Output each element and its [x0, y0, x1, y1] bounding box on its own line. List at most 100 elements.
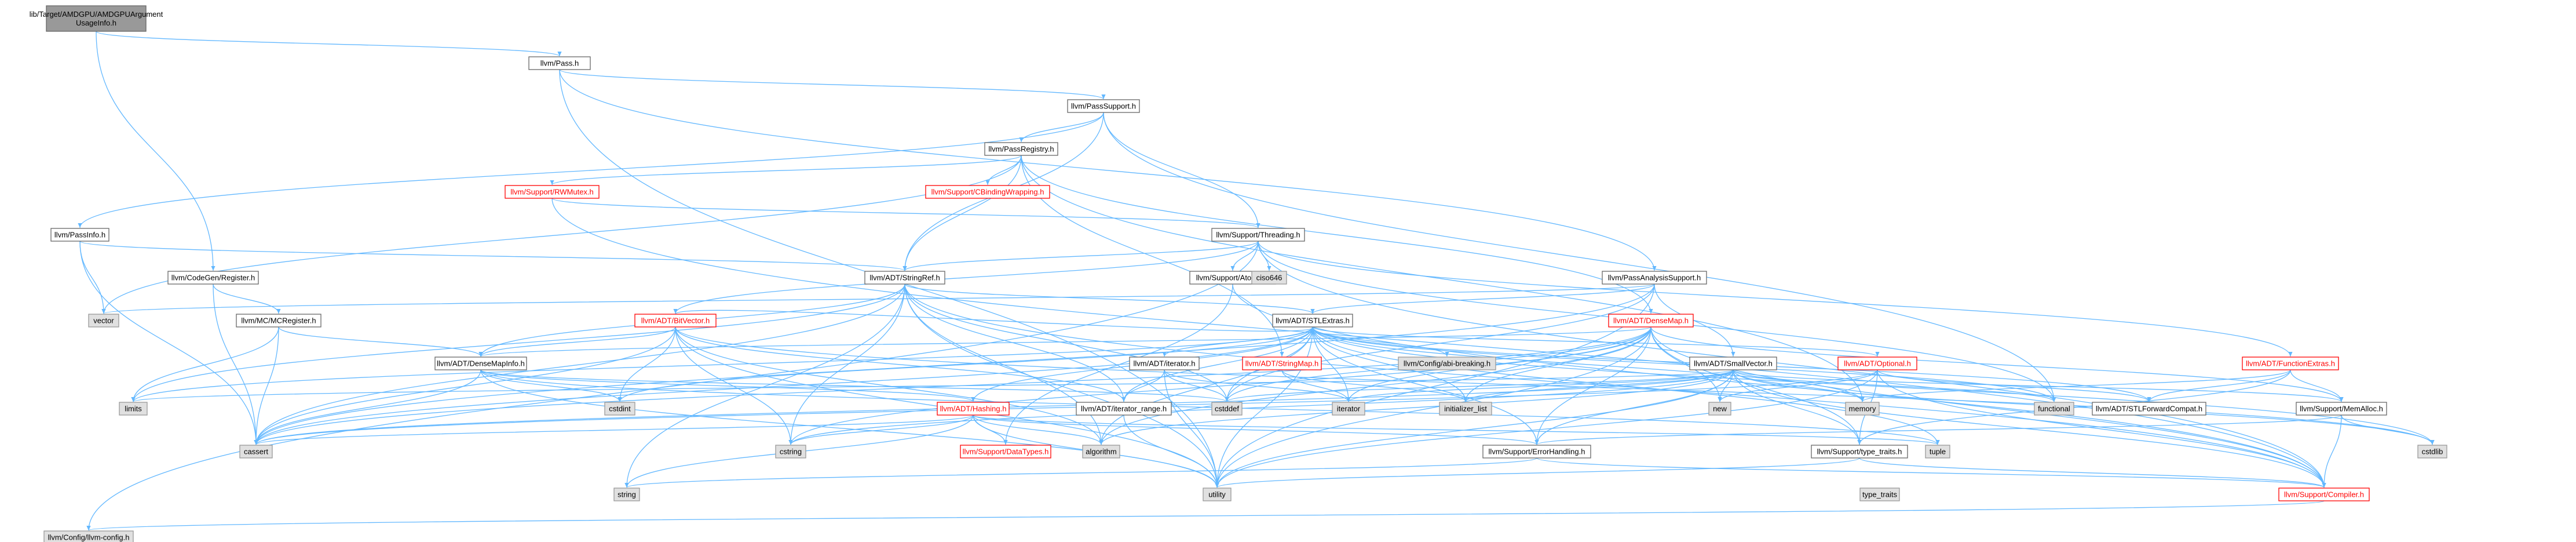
graph-node-pass[interactable]: llvm/Pass.h: [528, 56, 591, 70]
edge-stringref-to-string: [624, 283, 905, 488]
edge-passanalysis-to-cstddef: [1225, 283, 1655, 402]
node-label-cbinding: llvm/Support/CBindingWrapping.h: [931, 188, 1044, 197]
node-label-memory: memory: [1849, 405, 1876, 413]
graph-node-codegenreg[interactable]: llvm/CodeGen/Register.h: [167, 271, 259, 285]
edge-stringmap-to-iterator: [1281, 369, 1351, 402]
node-box-pass: [528, 56, 591, 70]
node-box-densemapinfo: [434, 357, 527, 370]
edge-passanalysis-to-cassert: [254, 283, 1655, 445]
node-label-bitvector: llvm/ADT/BitVector.h: [641, 317, 710, 325]
graph-node-passinfo[interactable]: llvm/PassInfo.h: [50, 228, 109, 242]
edge-hashing-to-cstring: [788, 414, 974, 445]
edge-bitvector-to-cassert: [254, 326, 676, 445]
node-box-cassert: [239, 445, 273, 459]
edge-bitvector-to-iterrange: [675, 326, 1126, 402]
node-label-llvmconfig: llvm/Config/llvm-config.h: [48, 533, 130, 542]
graph-node-passanalysis[interactable]: llvm/PassAnalysisSupport.h: [1602, 271, 1707, 285]
edge-optional-to-stlforward: [1877, 369, 2151, 402]
node-label-new: new: [1713, 405, 1727, 413]
node-label-cassert: cassert: [244, 448, 268, 456]
edge-bitvector-to-cstdlib: [675, 326, 2435, 445]
graph-node-optional[interactable]: llvm/ADT/Optional.h: [1837, 357, 1917, 370]
node-label-typetraitsh: llvm/Support/type_traits.h: [1817, 448, 1902, 456]
graph-node-rwmutex[interactable]: llvm/Support/RWMutex.h: [505, 185, 600, 199]
node-box-passregistry: [984, 142, 1058, 156]
node-label-densemap: llvm/ADT/DenseMap.h: [1613, 317, 1689, 325]
edge-densemapinfo-to-hashing: [480, 369, 975, 402]
edge-adtiterator-to-utility: [1164, 369, 1219, 488]
node-box-mcregister: [236, 314, 321, 328]
node-label-passsupport: llvm/PassSupport.h: [1071, 102, 1136, 111]
graph-node-densemapinfo[interactable]: llvm/ADT/DenseMapInfo.h: [434, 357, 527, 370]
graph-node-functional: functional: [2034, 402, 2074, 416]
node-box-cbinding: [925, 185, 1050, 199]
edge-adtiterator-to-iterrange: [1121, 369, 1165, 402]
node-box-adtiterator: [1129, 357, 1200, 370]
graph-node-threading[interactable]: llvm/Support/Threading.h: [1211, 228, 1305, 242]
graph-node-cbinding[interactable]: llvm/Support/CBindingWrapping.h: [925, 185, 1050, 199]
edge-iterrange-to-utility: [1123, 414, 1219, 488]
graph-node-passregistry[interactable]: llvm/PassRegistry.h: [984, 142, 1058, 156]
edge-memalloc-to-errorhandling: [1534, 414, 2342, 445]
edge-stlextras-to-errorhandling: [1312, 326, 1539, 445]
graph-node-stlextras[interactable]: llvm/ADT/STLExtras.h: [1272, 314, 1353, 328]
node-box-new: [1708, 402, 1731, 416]
node-box-bitvector: [634, 314, 717, 328]
graph-node-limits: limits: [119, 402, 148, 416]
node-box-functional: [2034, 402, 2074, 416]
edge-stlextras-to-functional: [1312, 326, 2056, 402]
edge-passregistry-to-rwmutex: [550, 155, 1022, 185]
graph-node-root[interactable]: lib/Target/AMDGPU/AMDGPUArgumentUsageInf…: [30, 5, 163, 32]
edge-smallvector-to-memalloc: [1733, 369, 2344, 402]
edge-memalloc-to-compiler: [2322, 414, 2342, 488]
node-box-densemap: [1608, 314, 1694, 328]
node-box-typetraitsh: [1811, 445, 1908, 459]
edge-stringref-to-cstring: [788, 283, 905, 445]
edge-threading-to-compiler: [1258, 241, 2326, 488]
edge-bitvector-to-cstdint: [617, 326, 676, 402]
graph-node-typetraitsh[interactable]: llvm/Support/type_traits.h: [1811, 445, 1908, 459]
graph-node-memalloc[interactable]: llvm/Support/MemAlloc.h: [2296, 402, 2387, 416]
node-label-densemapinfo: llvm/ADT/DenseMapInfo.h: [437, 359, 525, 368]
node-label-cstdint: cstdint: [609, 405, 631, 413]
edge-stlextras-to-cassert: [254, 326, 1313, 445]
graph-node-stringmap[interactable]: llvm/ADT/StringMap.h: [1242, 357, 1322, 370]
graph-node-densemap[interactable]: llvm/ADT/DenseMap.h: [1608, 314, 1694, 328]
graph-node-stringref[interactable]: llvm/ADT/StringRef.h: [864, 271, 945, 285]
graph-node-compiler[interactable]: llvm/Support/Compiler.h: [2278, 488, 2370, 501]
graph-node-iterrange[interactable]: llvm/ADT/iterator_range.h: [1076, 402, 1172, 416]
node-box-algorithm: [1082, 445, 1120, 459]
edge-codegenreg-to-mcregister: [213, 283, 281, 314]
edge-errorhandling-to-compiler: [1536, 457, 2326, 488]
graph-node-errorhandling[interactable]: llvm/Support/ErrorHandling.h: [1482, 445, 1591, 459]
graph-node-smallvector[interactable]: llvm/ADT/SmallVector.h: [1689, 357, 1777, 370]
node-label-passanalysis: llvm/PassAnalysisSupport.h: [1608, 274, 1701, 282]
edge-adtiterator-to-iterator: [1164, 369, 1351, 402]
node-box-compiler: [2278, 488, 2370, 501]
edge-smallvector-to-cstring: [788, 369, 1734, 445]
graph-node-bitvector[interactable]: llvm/ADT/BitVector.h: [634, 314, 717, 328]
edge-threading-to-stringref: [902, 241, 1259, 271]
edge-codegenreg-to-cassert: [213, 283, 258, 445]
edge-smallvector-to-functional: [1733, 369, 2056, 402]
node-box-rwmutex: [505, 185, 600, 199]
graph-node-adtiterator[interactable]: llvm/ADT/iterator.h: [1129, 357, 1200, 370]
node-label-adtiterator: llvm/ADT/iterator.h: [1134, 359, 1196, 368]
edge-layer: [78, 31, 2435, 531]
edge-threading-to-bitvector: [673, 241, 1259, 314]
edge-densemapinfo-to-cstddef: [480, 369, 1229, 402]
graph-node-functionextras[interactable]: llvm/ADT/FunctionExtras.h: [2242, 357, 2339, 370]
graph-node-datatypes[interactable]: llvm/Support/DataTypes.h: [960, 445, 1051, 459]
edge-stlextras-to-optional: [1312, 326, 1880, 357]
graph-node-hashing[interactable]: llvm/ADT/Hashing.h: [937, 402, 1010, 416]
node-box-passanalysis: [1602, 271, 1707, 285]
node-label-string: string: [617, 490, 636, 499]
graph-node-mcregister[interactable]: llvm/MC/MCRegister.h: [236, 314, 321, 328]
graph-node-passsupport[interactable]: llvm/PassSupport.h: [1067, 99, 1140, 113]
node-box-stlextras: [1272, 314, 1353, 328]
edge-densemap-to-memalloc: [1650, 326, 2344, 402]
edge-passregistry-to-stringref: [902, 155, 1022, 271]
graph-node-stlforward[interactable]: llvm/ADT/STLForwardCompat.h: [2092, 402, 2206, 416]
edge-mcregister-to-limits: [131, 326, 279, 402]
node-label-stringmap: llvm/ADT/StringMap.h: [1245, 359, 1318, 368]
